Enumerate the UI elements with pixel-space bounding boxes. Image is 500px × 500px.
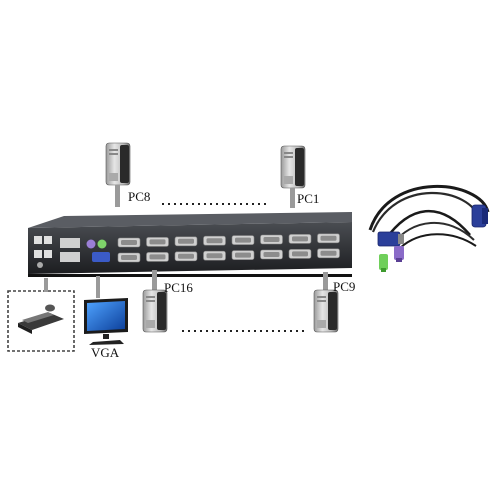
pc16-label: PC16 (164, 280, 193, 295)
computer-port (203, 250, 226, 261)
computer-port (260, 249, 283, 260)
pc1-tower-icon (280, 145, 306, 208)
vga-label: VGA (91, 345, 120, 360)
computer-port (317, 248, 340, 259)
computer-port (174, 236, 198, 247)
pc9-label: PC9 (333, 279, 356, 294)
kvm-cable-icon (368, 185, 490, 272)
lcd-monitor-icon (84, 276, 128, 345)
keyboard-mouse-icon (7, 278, 75, 352)
computer-port (231, 235, 255, 246)
computer-port (288, 248, 312, 259)
computer-port (288, 233, 312, 244)
computer-port (260, 234, 283, 245)
computer-port (203, 235, 226, 246)
computer-port (117, 252, 141, 263)
computer-port (174, 251, 198, 262)
computer-port (317, 233, 340, 244)
pc8-tower-icon (105, 142, 131, 207)
computer-port (231, 250, 255, 261)
computer-port (117, 237, 141, 248)
pc16-tower-icon (142, 270, 168, 333)
computer-port (146, 236, 169, 247)
pc1-label: PC1 (297, 191, 320, 206)
pc8-label: PC8 (128, 189, 151, 204)
computer-port (146, 251, 169, 262)
pc9-tower-icon (313, 272, 339, 333)
